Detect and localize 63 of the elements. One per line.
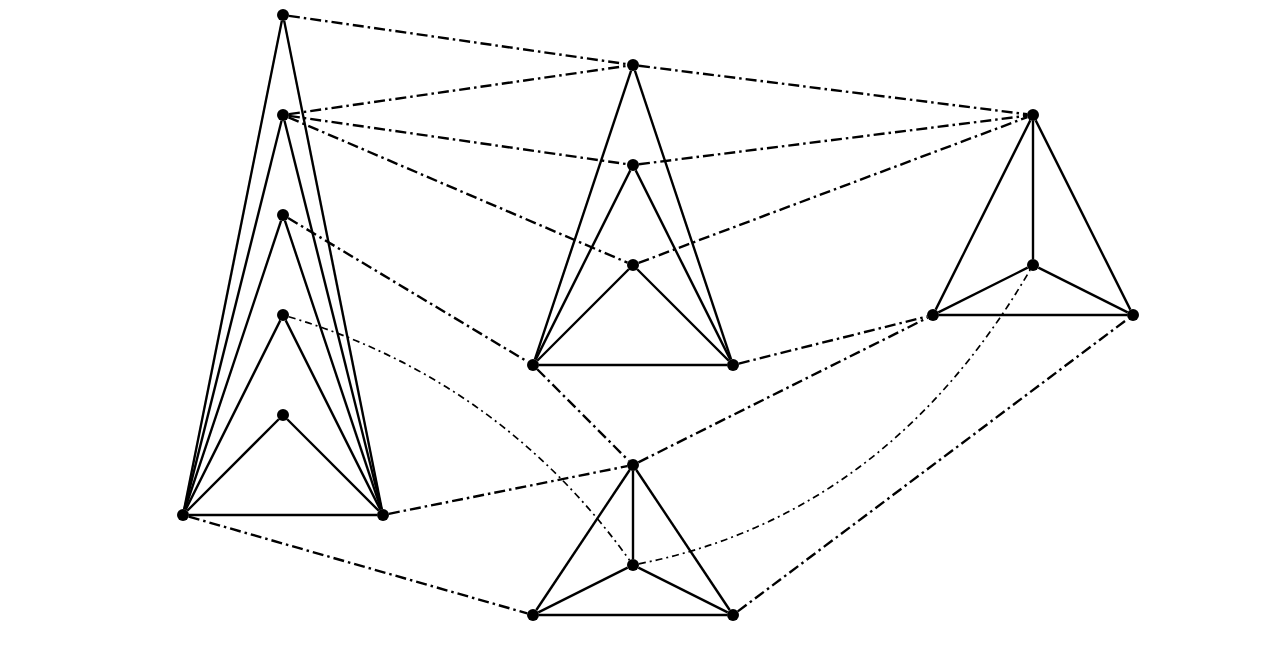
solid-line [186, 418, 280, 512]
solid-line [189, 513, 377, 517]
vertex-dot [277, 209, 289, 221]
vertex-dot [277, 9, 289, 21]
solid-line [284, 319, 382, 511]
dash-dot-line [188, 515, 528, 615]
dash-dot-line [288, 114, 628, 166]
solid-line [535, 469, 631, 611]
solid-line [633, 70, 733, 360]
dash-dot-line [738, 315, 928, 365]
vertex-dot [627, 459, 639, 471]
vertex-dot [277, 409, 289, 421]
vertex-dot [1127, 309, 1139, 321]
vertex-dot [927, 309, 939, 321]
vertex-dot [1027, 109, 1039, 121]
solid-line [183, 220, 283, 510]
vertex-dot [277, 309, 289, 321]
solid-line [286, 418, 380, 512]
solid-line [934, 119, 1032, 311]
solid-line [1031, 121, 1035, 259]
solid-line [636, 268, 730, 362]
solid-line [534, 169, 632, 361]
vertex-dot [627, 259, 639, 271]
solid-line [283, 220, 383, 510]
vertex-dot [627, 59, 639, 71]
dash-dot-line [638, 116, 1028, 264]
solid-line [533, 70, 633, 360]
solid-line [283, 120, 383, 510]
solid-line [939, 313, 1127, 317]
dash-dot-line [638, 114, 1028, 166]
vertex-dot [177, 509, 189, 521]
solid-line [634, 169, 732, 361]
vertex-dot [277, 109, 289, 121]
vertex-dot [527, 609, 539, 621]
solid-line [937, 266, 1029, 314]
solid-line [1037, 266, 1129, 314]
solid-line [637, 566, 729, 614]
dash-dot-line [638, 269, 1031, 565]
dash-dot-line [288, 14, 628, 66]
dash-dot-line [638, 64, 1028, 116]
solid-line [1034, 119, 1132, 311]
solid-line [631, 471, 635, 559]
solid-line [635, 469, 731, 611]
solid-line [283, 20, 383, 510]
dash-dot-line [287, 315, 631, 561]
dash-dot-line [637, 316, 929, 464]
vertex-dot [1027, 259, 1039, 271]
solid-line [183, 120, 283, 510]
vertex-dot [727, 359, 739, 371]
vertex-dot [377, 509, 389, 521]
vertex-dot [527, 359, 539, 371]
solid-line [539, 363, 727, 367]
solid-line [536, 268, 630, 362]
dash-dot-line [388, 465, 628, 515]
solid-line [537, 566, 629, 614]
vertex-dot [627, 559, 639, 571]
vertex-dot [627, 159, 639, 171]
vertex-dot [727, 609, 739, 621]
solid-line [184, 319, 282, 511]
dash-dot-line [288, 64, 628, 116]
dash-dot-line [288, 116, 628, 264]
solid-line [183, 20, 283, 510]
solid-line [539, 613, 727, 617]
